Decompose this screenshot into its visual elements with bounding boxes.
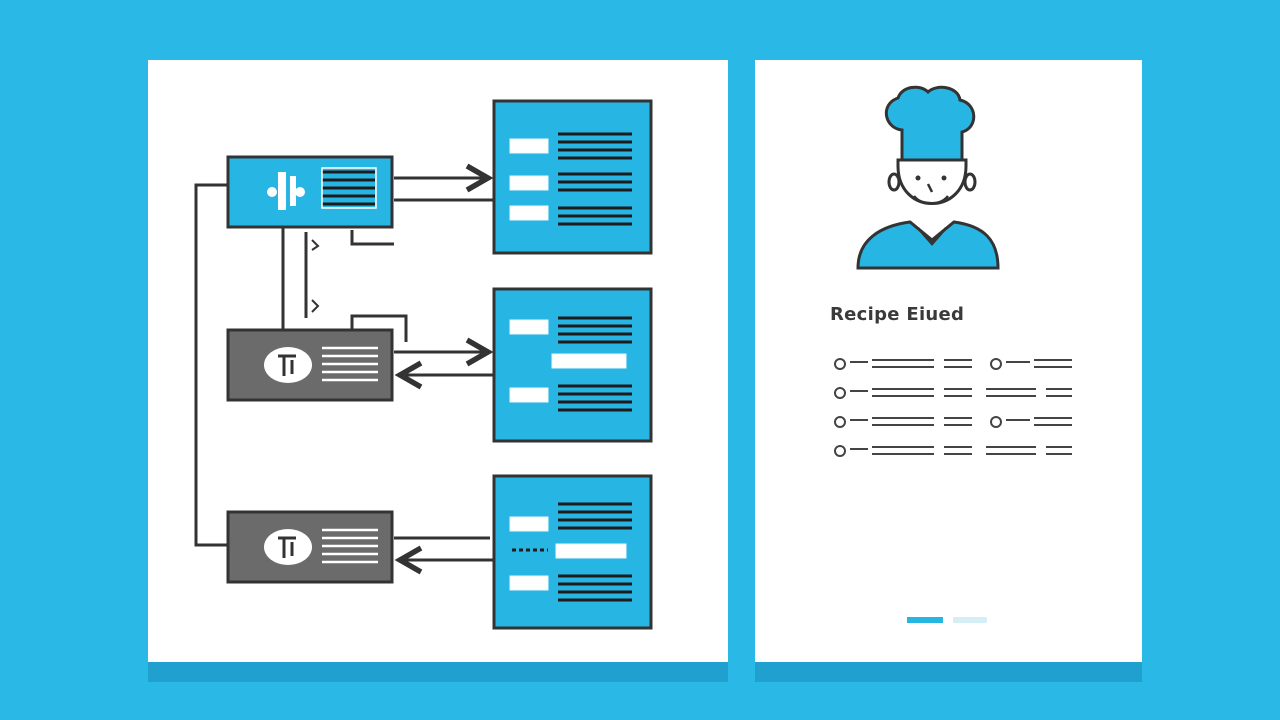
chef-icon — [856, 85, 1000, 270]
vertical-connector — [281, 228, 308, 330]
target-card-top — [492, 99, 653, 255]
blender-icon — [267, 172, 305, 210]
text-lines — [322, 528, 378, 564]
recipe-title: Recipe Eiued — [830, 304, 965, 325]
source-node-bottom — [226, 510, 394, 584]
text-lines — [322, 170, 375, 206]
ingredient-list — [834, 358, 1072, 457]
left-panel-shadow — [148, 662, 728, 682]
list-item — [834, 416, 1072, 428]
connector-bottom — [394, 536, 494, 575]
dish-icon — [264, 529, 312, 565]
vertical-arrow-ticks — [311, 239, 320, 313]
loop-connector — [194, 183, 228, 547]
right-panel-shadow — [755, 662, 1142, 682]
target-card-bottom — [492, 474, 653, 630]
pagination-dots — [907, 617, 987, 623]
connector-middle — [350, 314, 494, 390]
source-node-top — [226, 155, 394, 229]
target-card-middle — [492, 287, 653, 443]
connector-top — [350, 163, 494, 246]
list-item — [834, 445, 1072, 457]
text-lines — [322, 346, 378, 382]
list-item — [834, 358, 1072, 370]
dish-icon — [264, 347, 312, 383]
source-node-middle — [226, 328, 394, 402]
list-item — [834, 387, 1072, 399]
